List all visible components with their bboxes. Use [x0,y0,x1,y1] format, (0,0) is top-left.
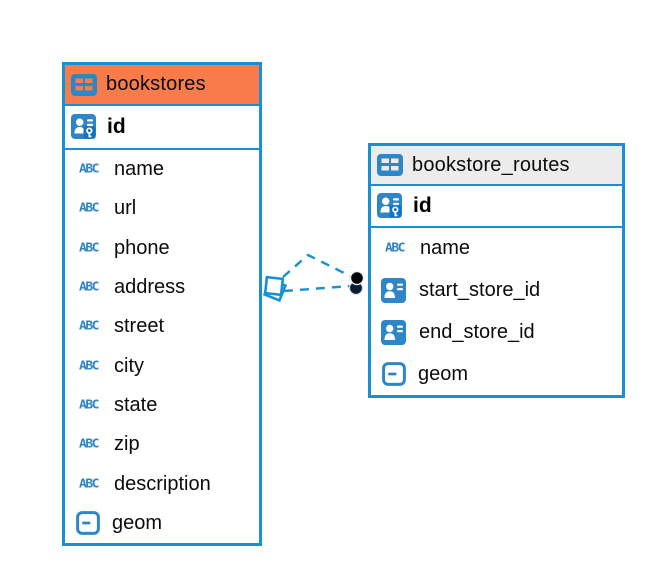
table-bookstores[interactable]: bookstores id ABC name ABC [62,62,262,546]
primary-key-icon [71,113,96,139]
column-label: geom [418,362,469,385]
column-label: state [114,393,158,416]
column-row-phone[interactable]: ABC phone [65,229,259,268]
table-title: bookstores [106,73,206,95]
relation-line-2[interactable] [283,284,352,293]
text-type-icon: ABC [79,437,99,452]
pk-row-id[interactable]: id [371,186,622,228]
column-row-zip[interactable]: ABC zip [65,425,259,464]
table-bookstore-routes-header[interactable]: bookstore_routes [371,146,622,186]
pk-label: id [107,115,126,138]
column-label: geom [112,511,163,534]
column-row-city[interactable]: ABC city [65,346,259,385]
column-label: start_store_id [419,279,541,302]
reference-type-icon [381,278,406,304]
column-label: city [114,354,144,377]
table-bookstores-header[interactable]: bookstores [65,65,259,106]
column-label: zip [114,433,140,456]
column-label: name [420,237,471,260]
pk-row-id[interactable]: id [65,106,259,150]
text-type-icon: ABC [79,241,99,256]
object-type-icon [382,362,406,387]
relation-target-dot-markers [348,270,365,296]
column-row-street[interactable]: ABC street [65,307,259,346]
relation-line-1[interactable] [282,253,353,279]
column-row-url[interactable]: ABC url [65,189,259,228]
column-row-geom[interactable]: geom [371,353,622,395]
column-row-name[interactable]: ABC name [371,228,622,270]
column-label: description [114,472,211,495]
column-row-name[interactable]: ABC name [65,150,259,189]
column-row-geom[interactable]: geom [65,504,259,543]
table-icon [377,154,403,176]
column-label: name [114,158,165,181]
table-icon [71,73,97,96]
column-row-start-store-id[interactable]: start_store_id [371,270,622,312]
table-bookstore-routes[interactable]: bookstore_routes id ABC name [368,143,625,398]
text-type-icon: ABC [79,280,99,295]
reference-type-icon [381,319,406,345]
primary-key-icon [377,192,402,218]
column-row-end-store-id[interactable]: end_store_id [371,312,622,354]
text-type-icon: ABC [79,398,99,413]
column-label: url [114,197,137,220]
column-label: street [114,315,165,338]
column-row-description[interactable]: ABC description [65,464,259,503]
pk-label: id [413,194,432,217]
text-type-icon: ABC [79,319,99,334]
text-type-icon: ABC [79,202,99,216]
object-type-icon [76,511,100,536]
column-label: end_store_id [419,320,535,343]
text-type-icon: ABC [79,359,99,374]
column-row-state[interactable]: ABC state [65,386,259,425]
text-type-icon: ABC [79,162,99,177]
column-label: phone [114,236,170,259]
relation-source-diamond-markers [262,275,288,303]
column-label: address [114,276,186,299]
column-row-address[interactable]: ABC address [65,268,259,307]
text-type-icon: ABC [79,477,99,491]
table-title: bookstore_routes [412,153,570,176]
text-type-icon: ABC [385,241,405,256]
